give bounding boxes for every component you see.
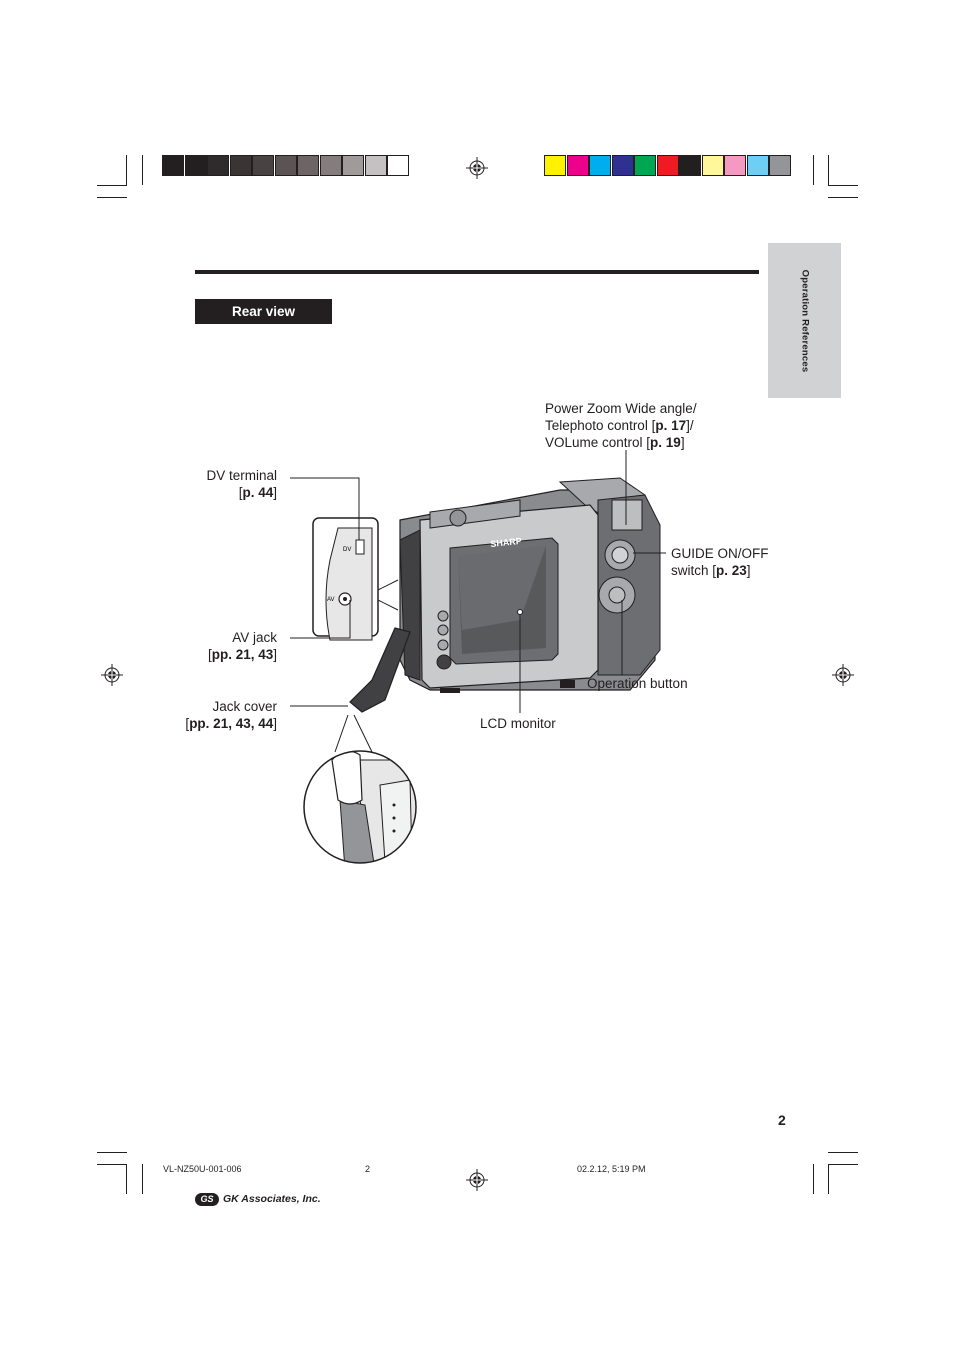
inset-dv-label: DV <box>343 547 351 553</box>
label-dv-terminal: DV terminal [p. 44] <box>206 468 277 500</box>
label-guide-switch: GUIDE ON/OFF switch [p. 23] <box>671 546 769 578</box>
registration-mark-left-icon <box>101 664 123 686</box>
colorbar-swatch <box>769 155 791 176</box>
gk-logo-icon: GS <box>195 1192 219 1206</box>
camera-brand-logo: SHARP <box>490 536 522 549</box>
registration-mark-top-icon <box>466 157 488 179</box>
label-power-zoom: Power Zoom Wide angle/ Telephoto control… <box>545 401 697 450</box>
inset-av-label: AV <box>327 597 335 603</box>
colorbar-swatch <box>656 155 679 176</box>
graybar-swatch <box>252 155 274 176</box>
graybar-swatch <box>207 155 229 176</box>
colorbar-swatch <box>746 155 769 176</box>
colorbar-swatch <box>701 155 724 176</box>
registration-mark-bottom-icon <box>466 1169 488 1191</box>
colorbar-swatch <box>566 155 589 176</box>
page-number: 2 <box>778 1112 786 1128</box>
camcorder-illustration: DV AV SHARP <box>290 450 666 864</box>
graybar-swatch <box>274 155 297 176</box>
colorbar-swatch <box>634 155 656 176</box>
colorbar-swatch <box>679 155 701 176</box>
footer-company-logo: GS GK Associates, Inc. <box>195 1191 321 1207</box>
colorbar-swatch <box>544 155 566 176</box>
colorbar-swatch <box>611 155 634 176</box>
graybar-swatch <box>297 155 319 176</box>
heading-rule <box>195 270 759 274</box>
side-tab-label: Operation References <box>799 269 810 372</box>
graybar-swatch <box>342 155 364 176</box>
rear-view-heading: Rear view <box>195 299 332 324</box>
label-lcd-monitor: LCD monitor <box>480 716 556 731</box>
label-jack-cover: Jack cover [pp. 21, 43, 44] <box>185 699 277 731</box>
registration-mark-right-icon <box>832 664 854 686</box>
colorbar-swatch <box>724 155 746 176</box>
graybar-swatch <box>364 155 387 176</box>
label-operation-button: Operation button <box>587 676 688 691</box>
footer-timestamp: 02.2.12, 5:19 PM <box>577 1164 646 1174</box>
graybar-swatch <box>387 155 409 176</box>
footer-company-name: GK Associates, Inc. <box>223 1193 321 1205</box>
colorbar-swatch <box>589 155 611 176</box>
side-tab: Operation References <box>768 243 841 398</box>
footer-doc-id: VL-NZ50U-001-006 <box>163 1164 242 1174</box>
graybar-swatch <box>229 155 252 176</box>
graybar-swatch <box>319 155 342 176</box>
graybar-swatch <box>162 155 184 176</box>
label-av-jack: AV jack [pp. 21, 43] <box>207 630 277 662</box>
graybar-swatch <box>184 155 207 176</box>
footer-page: 2 <box>365 1164 371 1174</box>
